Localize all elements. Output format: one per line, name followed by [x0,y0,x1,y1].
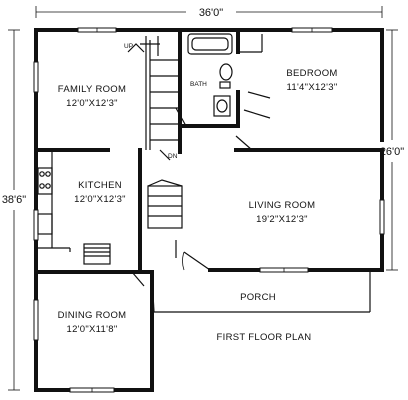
bedroom-closet [175,34,271,151]
porch-name: PORCH [240,292,276,303]
plan-title: FIRST FLOOR PLAN [217,332,312,343]
stair-up-label: UP [124,43,133,50]
bedroom-size: 11'4"X12'3" [286,82,337,93]
bath-fixtures [187,33,233,117]
bath-label: BATH [190,81,207,88]
stair-down-label: DN [168,153,178,160]
family-room-name: FAMILY ROOM [58,84,126,95]
windows [33,27,385,393]
kitchen-size: 12'0"X12'3" [74,194,126,205]
dimension-top: 36'0" [199,7,223,19]
stair-down [147,179,183,229]
interior-walls [34,28,384,274]
dining-room-name: DINING ROOM [58,310,127,321]
doors [131,232,211,287]
kitchen-name: KITCHEN [78,180,122,191]
dining-room-size: 12'0"X11'8" [66,324,117,335]
bedroom-name: BEDROOM [286,68,337,79]
dimension-left: 38'6" [2,194,26,206]
dimension-lines [8,6,398,391]
kitchen-counters [36,152,111,265]
dimension-right: 26'0" [380,146,404,158]
stair-up [127,36,178,161]
living-room-size: 19'2"X12'3" [256,214,308,225]
living-room-name: LIVING ROOM [249,200,316,211]
family-room-size: 12'0"X12'3" [66,98,118,109]
porch [151,272,371,313]
